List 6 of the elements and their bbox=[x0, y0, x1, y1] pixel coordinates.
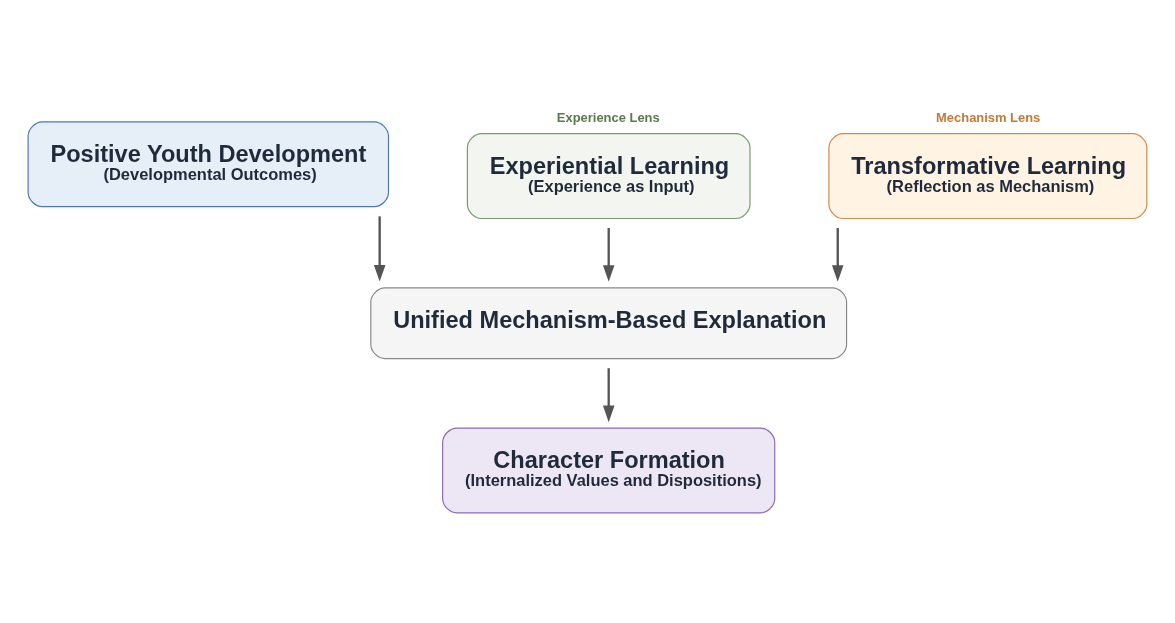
arrow bbox=[602, 368, 615, 423]
arrow bbox=[831, 228, 844, 282]
node-label: Experience Lens bbox=[556, 109, 660, 125]
arrow bbox=[602, 228, 615, 282]
node-label: Mechanism Lens bbox=[936, 109, 1041, 125]
arrow bbox=[373, 216, 386, 282]
